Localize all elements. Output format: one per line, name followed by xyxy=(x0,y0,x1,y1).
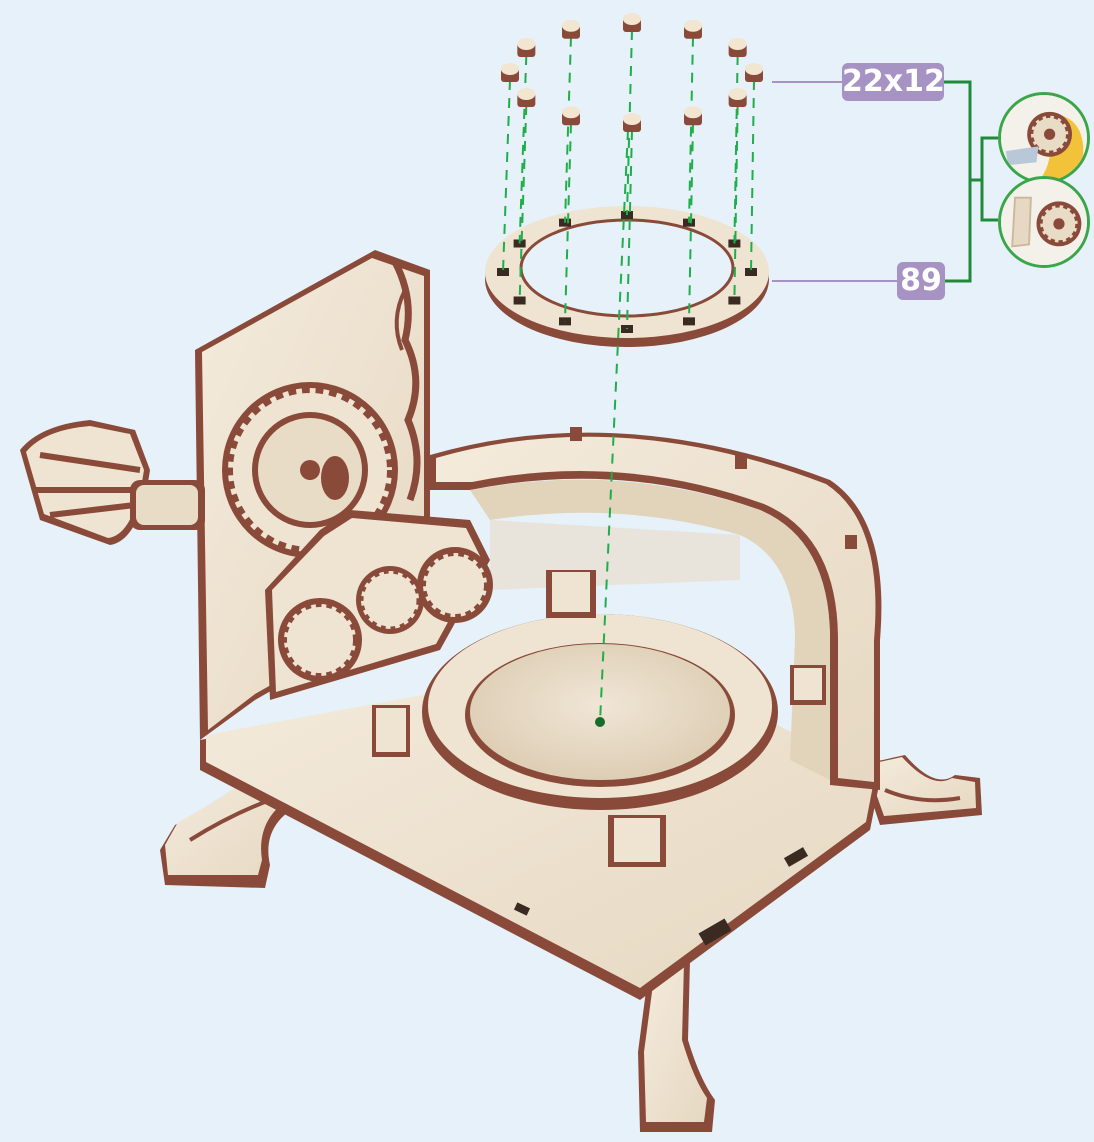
ring-slot xyxy=(514,297,526,305)
detail-bracket xyxy=(944,82,998,281)
crank-handle xyxy=(20,420,205,545)
peg xyxy=(684,20,702,39)
peg xyxy=(729,88,747,107)
peg xyxy=(729,38,747,57)
peg xyxy=(562,20,580,39)
ring-part-label: 89 xyxy=(897,262,945,300)
pegs xyxy=(501,13,763,132)
gear-detail-icon xyxy=(998,92,1090,184)
peg xyxy=(562,106,580,125)
peg xyxy=(623,13,641,32)
peg xyxy=(623,113,641,132)
peg xyxy=(517,88,535,107)
ring-part xyxy=(485,206,769,347)
peg-gear-detail-icon xyxy=(998,176,1090,268)
peg xyxy=(745,63,763,82)
ring-slot xyxy=(728,297,740,305)
peg xyxy=(684,106,702,125)
peg xyxy=(517,38,535,57)
peg xyxy=(501,63,519,82)
peg-part-label: 22x12 xyxy=(842,63,944,101)
